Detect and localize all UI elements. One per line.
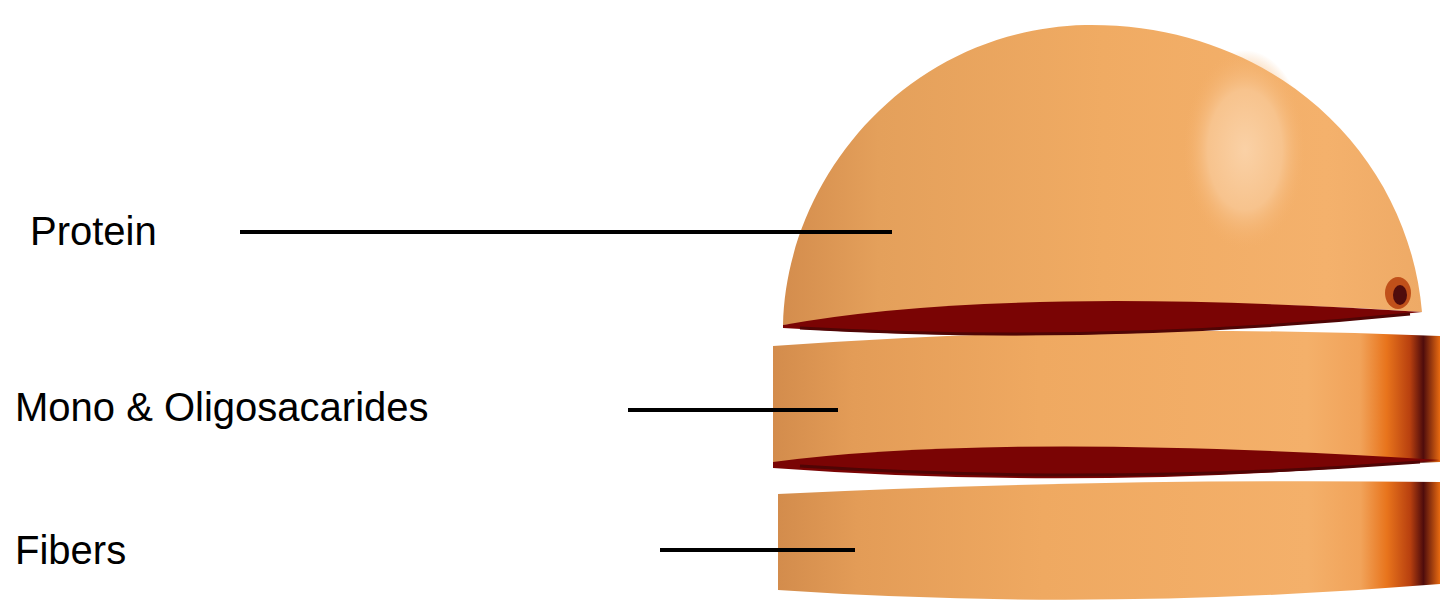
part-label: Mono & Oligosacarides [15, 383, 429, 431]
sugar-slice [773, 331, 1440, 478]
fiber-slice [778, 481, 1440, 599]
leader-line [628, 408, 838, 412]
sugar-slice-rim [800, 462, 1420, 475]
protein-dome [783, 25, 1422, 335]
sugar-slice-underside [773, 446, 1440, 478]
protein-dome-body [783, 25, 1422, 325]
dome-hilum [1385, 277, 1411, 309]
leader-line [660, 548, 855, 552]
part-label: Fibers [15, 526, 126, 574]
protein-dome-underside [783, 301, 1422, 335]
part-label: Protein [30, 207, 157, 255]
fiber-slice-body [778, 481, 1440, 599]
leader-line [240, 230, 892, 234]
dome-hilum-core [1393, 285, 1407, 305]
protein-dome-rim [800, 314, 1410, 334]
dome-highlight [1183, 50, 1307, 250]
